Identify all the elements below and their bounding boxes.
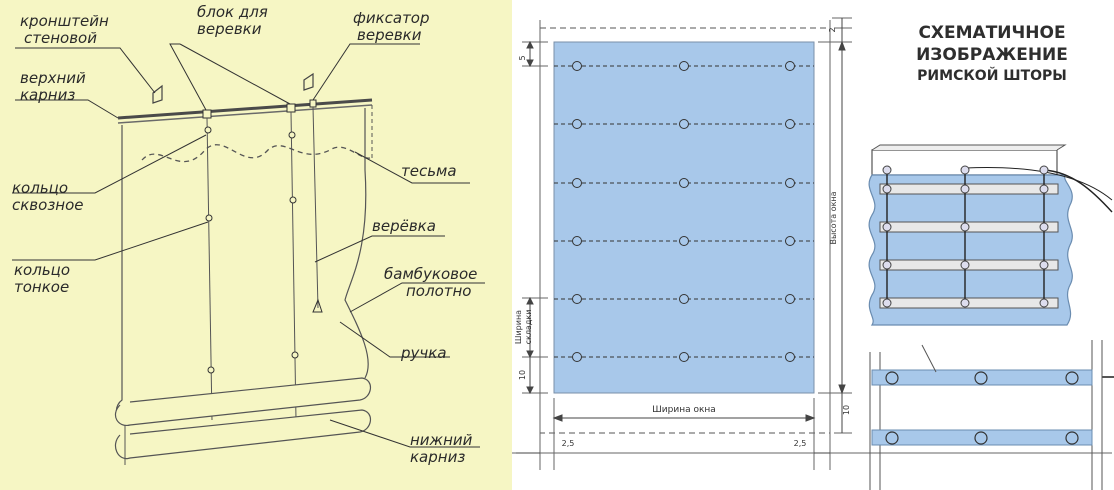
label-rope-block: блок для веревки: [197, 3, 268, 38]
ring-icon: [572, 352, 582, 362]
ring-icon: [885, 431, 899, 445]
ring-icon: [204, 126, 212, 134]
dim-top-right: 2: [828, 27, 837, 32]
ring-icon: [960, 184, 970, 194]
fabric-fold-lower: [115, 409, 371, 460]
label-top-cornice: верхний карниз: [20, 69, 86, 104]
dim-top-margin: 5: [518, 55, 527, 60]
schematic-drawing: 5 2 Ширина складки 10 Ширина окна Высота…: [512, 17, 1114, 490]
folded-fabric: [868, 174, 1073, 326]
ring-icon: [974, 371, 988, 385]
dim-bottom-margin: 10: [518, 370, 527, 380]
fabric-fold-upper: [115, 377, 371, 427]
dim-side-right: 2,5: [794, 439, 807, 448]
rope-block-right-icon: [286, 103, 296, 113]
ring-icon: [679, 352, 689, 362]
ring-icon: [288, 131, 296, 139]
fabric-right-edge: [344, 108, 369, 379]
ring-icon: [882, 260, 892, 270]
label-bamboo-fabric: бамбуковое полотно: [384, 265, 478, 300]
rope-left: [206, 117, 213, 421]
ring-icon: [1065, 431, 1079, 445]
leader-lines: [12, 43, 485, 448]
label-wall-bracket: кронштейн стеновой: [20, 12, 109, 47]
ring-icon: [679, 178, 689, 188]
batten-pocket-top: [871, 369, 1093, 386]
ring-icon: [960, 165, 970, 175]
ring-icon: [205, 214, 213, 222]
ring-icon: [882, 165, 892, 175]
label-through-ring: кольцо сквозное: [12, 179, 84, 214]
ring-icon: [679, 236, 689, 246]
top-cornice-rail: [117, 98, 373, 120]
wall-bracket-icon: [152, 84, 163, 104]
dim-window-width: Ширина окна: [652, 405, 716, 415]
schematic-panel: 5 2 Ширина складки 10 Ширина окна Высота…: [512, 0, 1114, 490]
ring-icon: [289, 196, 297, 204]
ring-icon: [785, 294, 795, 304]
label-rope-lock: фиксатор веревки: [353, 9, 430, 44]
ring-icon: [572, 61, 582, 71]
ring-icon: [882, 184, 892, 194]
ring-icon: [1039, 222, 1049, 232]
ring-icon: [785, 352, 795, 362]
label-handle: ручка: [401, 344, 447, 362]
rope-lock-icon: [309, 99, 317, 108]
rope-right: [312, 106, 319, 309]
ring-icon: [882, 298, 892, 308]
handle-icon: [312, 298, 323, 313]
ring-icon: [960, 298, 970, 308]
dim-window-height: Высота окна: [829, 191, 838, 244]
label-thin-ring: кольцо тонкое: [14, 261, 71, 296]
batten-detail: [869, 340, 1114, 490]
ring-icon: [1039, 165, 1049, 175]
ring-icon: [785, 236, 795, 246]
blind-3d-sketch: [868, 144, 1113, 326]
ring-icon: [882, 222, 892, 232]
ring-icon: [572, 294, 582, 304]
ring-icon: [785, 178, 795, 188]
ring-rows: [554, 61, 814, 362]
ring-icon: [960, 260, 970, 270]
fabric-left-edge: [115, 125, 126, 421]
schematic-title: СХЕМАТИЧНОЕ ИЗОБРАЖЕНИЕ РИМСКОЙ ШТОРЫ: [916, 23, 1068, 84]
ring-icon: [785, 61, 795, 71]
ring-icon: [572, 178, 582, 188]
wall-bracket-right-icon: [303, 72, 314, 91]
ring-icon: [291, 351, 299, 359]
batten-pocket-bottom: [871, 429, 1093, 446]
label-tape: тесьма: [401, 162, 457, 180]
tape-line: [141, 144, 371, 163]
ring-icon: [1039, 260, 1049, 270]
ring-icon: [885, 371, 899, 385]
dim-fold-width-1: Ширина: [514, 310, 523, 344]
dim-fold-width-2: складки: [524, 310, 533, 345]
ring-icon: [1065, 371, 1079, 385]
ring-icon: [960, 222, 970, 232]
dim-right-bottom: 10: [842, 405, 851, 415]
rope-block-icon: [202, 109, 212, 119]
ring-icon: [207, 366, 215, 374]
ring-icon: [572, 236, 582, 246]
blind-anatomy-drawing: [12, 43, 485, 465]
label-rope: верёвка: [372, 217, 436, 235]
rope-middle: [290, 111, 297, 421]
ring-icon: [679, 294, 689, 304]
dim-side-left: 2,5: [562, 439, 575, 448]
label-bottom-cornice: нижний карниз: [410, 431, 473, 466]
ring-icon: [1039, 184, 1049, 194]
ring-icon: [974, 431, 988, 445]
ring-icon: [679, 61, 689, 71]
anatomy-diagram-panel: кронштейн стеновой верхний карниз блок д…: [0, 0, 512, 490]
blind-fabric: [553, 41, 815, 394]
ring-icon: [1039, 298, 1049, 308]
ring-icon: [572, 119, 582, 129]
ring-icon: [785, 119, 795, 129]
ring-icon: [679, 119, 689, 129]
